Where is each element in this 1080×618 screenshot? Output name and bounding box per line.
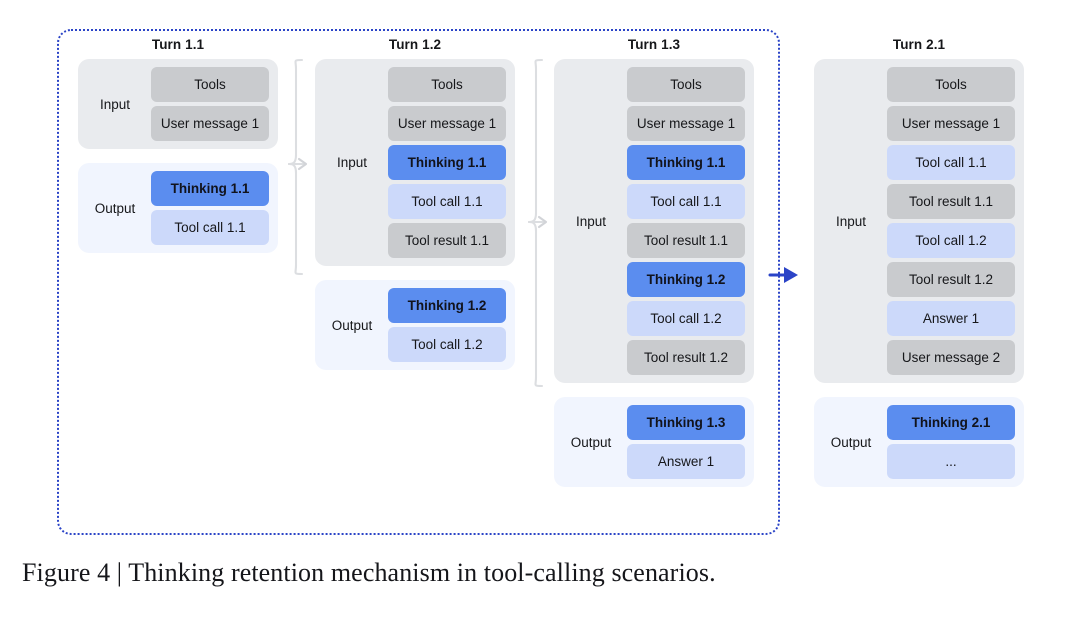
chip-toolcall: ... bbox=[887, 444, 1015, 479]
chip-gray: Tool result 1.1 bbox=[887, 184, 1015, 219]
input-panel-label: Input bbox=[835, 213, 867, 229]
chip-gray: Tools bbox=[388, 67, 506, 102]
chip-toolcall: Answer 1 bbox=[627, 444, 745, 479]
output-panel-label: Output bbox=[331, 317, 373, 333]
chip-gray: User message 2 bbox=[887, 340, 1015, 375]
chip-gray: Tool result 1.1 bbox=[627, 223, 745, 258]
chip-gray: Tool result 1.1 bbox=[388, 223, 506, 258]
chip-thinking: Thinking 1.1 bbox=[627, 145, 745, 180]
panel-gap bbox=[814, 383, 1024, 397]
input-panel-label: Input bbox=[575, 213, 607, 229]
chip-toolcall: Tool call 1.1 bbox=[151, 210, 269, 245]
input-panel-label: Input bbox=[336, 155, 368, 170]
output-panel: Output Thinking 2.1... bbox=[814, 397, 1024, 487]
chip-toolcall: Tool call 1.2 bbox=[388, 327, 506, 362]
chip-toolcall: Tool call 1.2 bbox=[627, 301, 745, 336]
arrow-turn13-to-turn21 bbox=[768, 267, 798, 283]
chip-thinking: Thinking 1.3 bbox=[627, 405, 745, 440]
chip-gray: Tools bbox=[627, 67, 745, 102]
chip-gray: Tool result 1.2 bbox=[627, 340, 745, 375]
panel-gap bbox=[554, 383, 754, 397]
chip-toolcall: Answer 1 bbox=[887, 301, 1015, 336]
output-panel-label: Output bbox=[94, 200, 136, 216]
chip-toolcall: Tool call 1.1 bbox=[388, 184, 506, 219]
chip-thinking: Thinking 1.1 bbox=[388, 145, 506, 180]
chip-gray: User message 1 bbox=[388, 106, 506, 141]
chip-toolcall: Tool call 1.1 bbox=[887, 145, 1015, 180]
turn-title: Turn 1.1 bbox=[151, 37, 205, 52]
turn-title: Turn 2.1 bbox=[892, 37, 946, 52]
output-panel-label: Output bbox=[570, 434, 612, 450]
chip-gray: User message 1 bbox=[151, 106, 269, 141]
turn-title: Turn 1.2 bbox=[388, 37, 442, 52]
input-panel-label: Input bbox=[99, 96, 131, 112]
chip-gray: User message 1 bbox=[887, 106, 1015, 141]
output-panel-label: Output bbox=[830, 434, 872, 450]
panel-gap bbox=[78, 149, 278, 163]
chip-toolcall: Tool call 1.1 bbox=[627, 184, 745, 219]
chip-toolcall: Tool call 1.2 bbox=[887, 223, 1015, 258]
chip-thinking: Thinking 1.1 bbox=[151, 171, 269, 206]
chip-gray: Tool result 1.2 bbox=[887, 262, 1015, 297]
panel-gap bbox=[315, 266, 515, 280]
chip-gray: Tools bbox=[887, 67, 1015, 102]
chip-gray: User message 1 bbox=[627, 106, 745, 141]
turn-title: Turn 1.3 bbox=[627, 37, 681, 52]
chip-gray: Tools bbox=[151, 67, 269, 102]
chip-thinking: Thinking 1.2 bbox=[388, 288, 506, 323]
figure-caption: Figure 4 | Thinking retention mechanism … bbox=[22, 558, 716, 587]
turn-1-dashed-container bbox=[57, 29, 780, 535]
chip-thinking: Thinking 2.1 bbox=[887, 405, 1015, 440]
chip-thinking: Thinking 1.2 bbox=[627, 262, 745, 297]
output-chip-list: Thinking 2.1... bbox=[887, 405, 1015, 479]
